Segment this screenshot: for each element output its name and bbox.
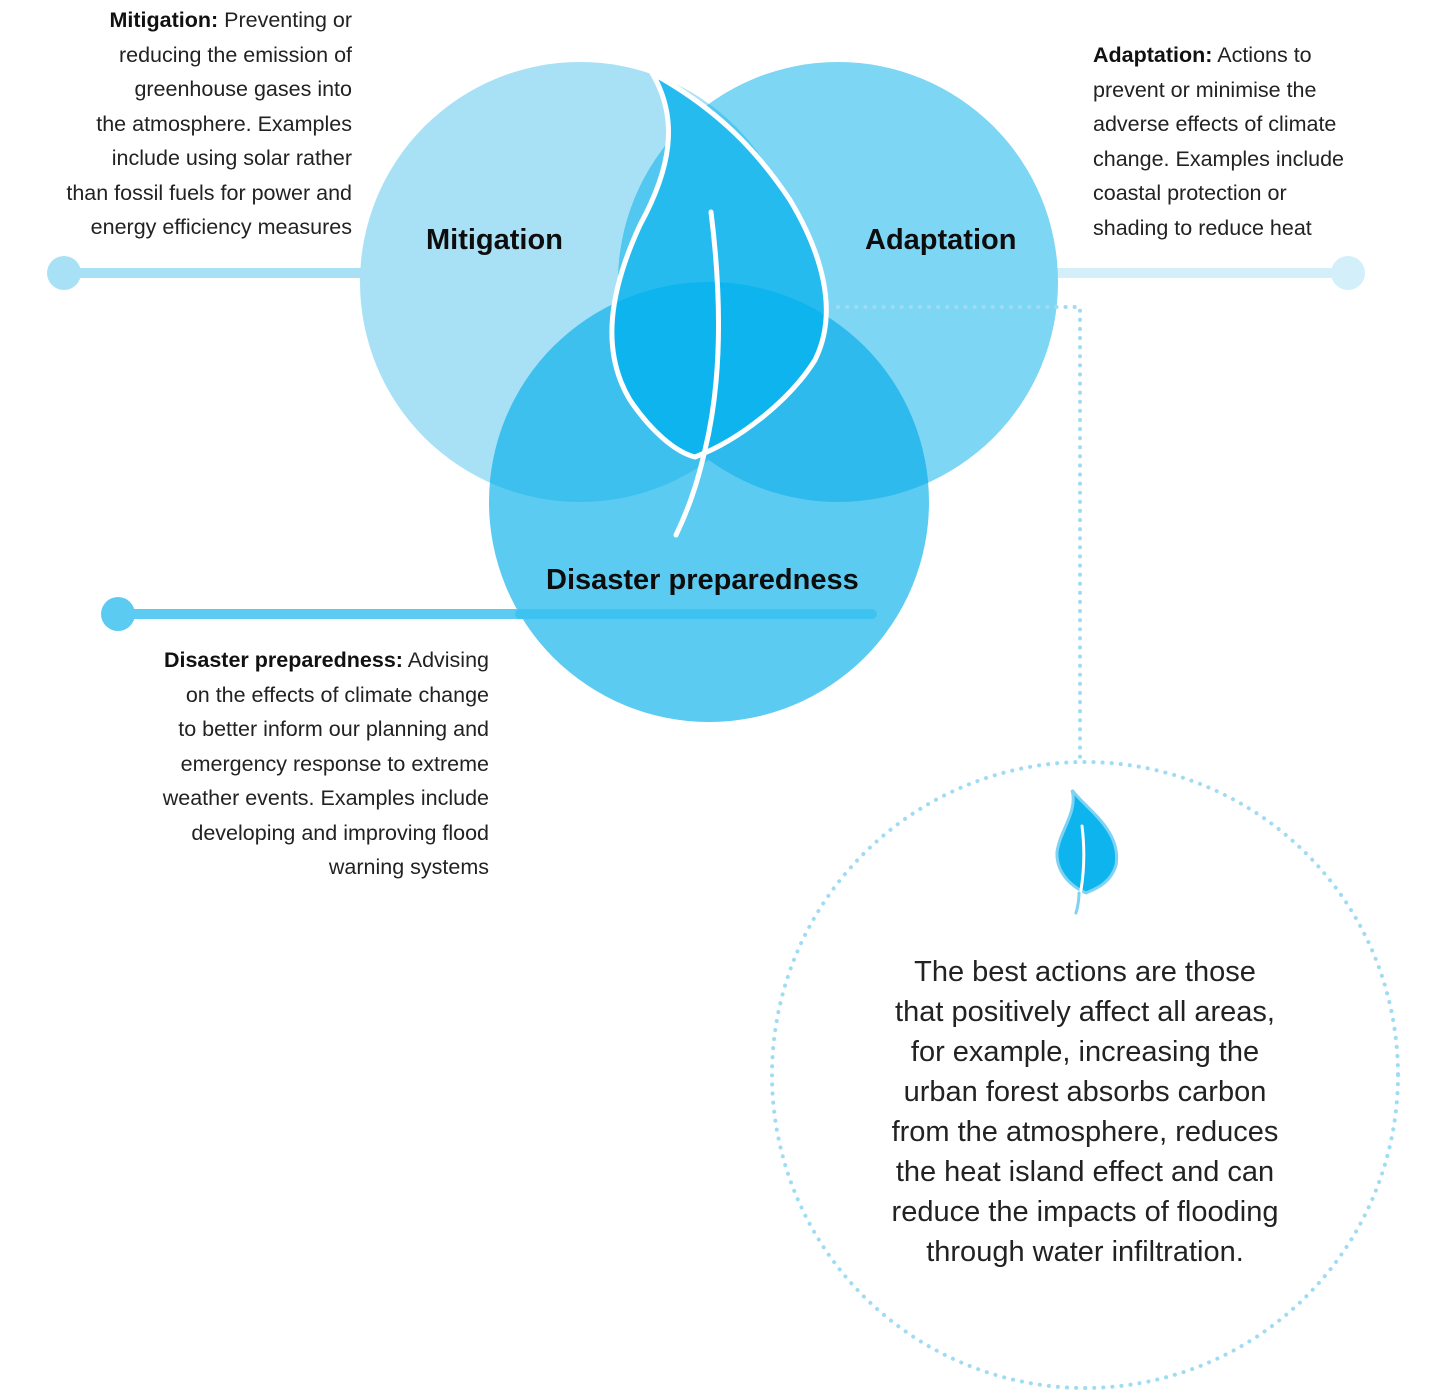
small-leaf-icon bbox=[1055, 789, 1119, 915]
dotted-connector bbox=[836, 305, 1082, 767]
disaster-description-line: Disaster preparedness: Advising bbox=[163, 648, 489, 672]
summary-line: from the atmosphere, reduces bbox=[891, 1116, 1279, 1148]
mitigation-description: Mitigation: Preventing or reducing the e… bbox=[66, 3, 352, 245]
mitigation-description-line: Mitigation: Preventing or bbox=[109, 8, 352, 32]
mitigation-description-line: include using solar rather bbox=[111, 146, 352, 170]
summary-line: the heat island effect and can bbox=[895, 1156, 1275, 1188]
summary-line: The best actions are those bbox=[914, 956, 1256, 988]
disaster-preparedness-term: Disaster preparedness: bbox=[163, 648, 403, 672]
adaptation-description-line: adverse effects of climate bbox=[1093, 112, 1337, 136]
summary-line: through water infiltration. bbox=[926, 1236, 1244, 1268]
summary-line: urban forest absorbs carbon bbox=[903, 1076, 1267, 1108]
summary-line: reduce the impacts of flooding bbox=[891, 1196, 1279, 1228]
disaster-preparedness-label: Disaster preparedness bbox=[546, 564, 859, 596]
mitigation-description-line: than fossil fuels for power and bbox=[66, 180, 352, 205]
mitigation-label: Mitigation bbox=[426, 224, 563, 256]
disaster-description-line: emergency response to extreme bbox=[180, 751, 489, 776]
summary-line: for example, increasing the bbox=[910, 1036, 1260, 1068]
mitigation-description-line: greenhouse gases into bbox=[134, 77, 352, 101]
summary-text: The best actions are those that positive… bbox=[840, 952, 1330, 1272]
summary-dotted-circle bbox=[770, 760, 1400, 1390]
disaster-description-line: to better inform our planning and bbox=[178, 717, 489, 741]
mitigation-description-line: the atmosphere. Examples bbox=[96, 111, 352, 136]
adaptation-description-line: change. Examples include bbox=[1093, 146, 1344, 171]
adaptation-description-line: coastal protection or bbox=[1093, 181, 1287, 205]
summary-line: that positively affect all areas, bbox=[895, 996, 1275, 1028]
disaster-description-line: developing and improving flood bbox=[191, 820, 489, 845]
adaptation-label: Adaptation bbox=[865, 224, 1017, 256]
adaptation-description-line: prevent or minimise the bbox=[1093, 77, 1317, 102]
disaster-description-line: on the effects of climate change bbox=[185, 682, 489, 707]
connector-disaster bbox=[101, 597, 877, 631]
adaptation-description-line: Adaptation: Actions to bbox=[1093, 43, 1312, 67]
mitigation-description-line: reducing the emission of bbox=[118, 42, 352, 67]
adaptation-term: Adaptation: bbox=[1093, 43, 1213, 67]
disaster-preparedness-description: Disaster preparedness: Advising on the e… bbox=[163, 643, 489, 885]
disaster-description-line: warning systems bbox=[328, 855, 489, 879]
mitigation-description-line: energy efficiency measures bbox=[90, 215, 352, 239]
adaptation-description: Adaptation: Actions to prevent or minimi… bbox=[1093, 38, 1344, 245]
mitigation-term: Mitigation: bbox=[109, 8, 219, 32]
adaptation-description-line: shading to reduce heat bbox=[1093, 215, 1312, 240]
disaster-description-line: weather events. Examples include bbox=[162, 786, 489, 810]
